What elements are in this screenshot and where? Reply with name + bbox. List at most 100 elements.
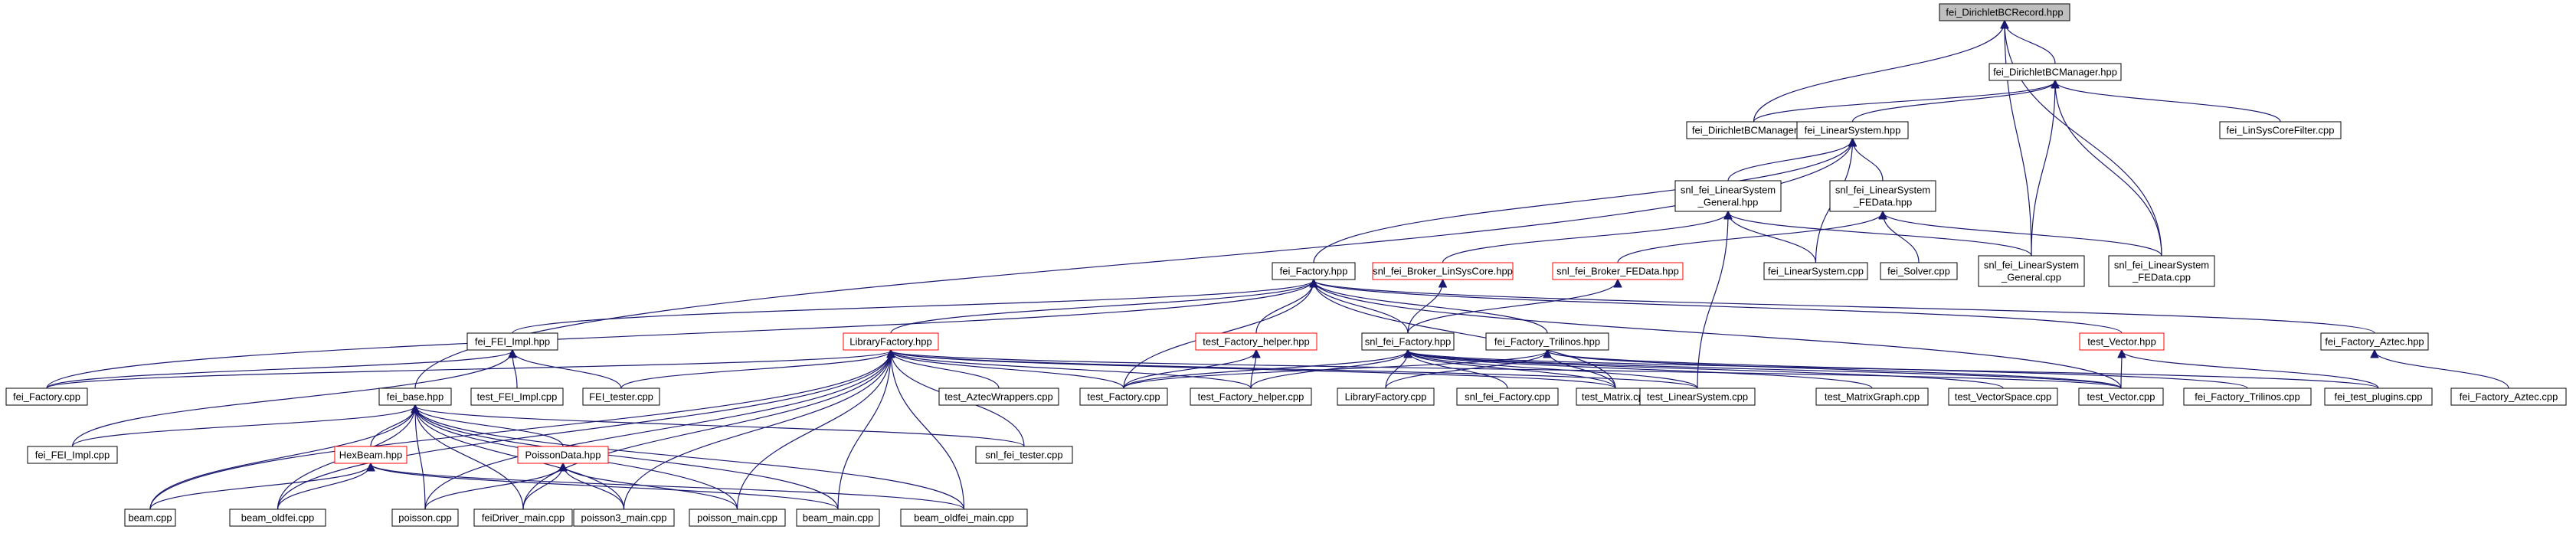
file-node-snl-factory-cpp[interactable]: snl_fei_Factory.cpp xyxy=(1456,387,1559,406)
dependency-edge xyxy=(415,406,564,447)
file-node-fei-factory-hpp[interactable]: fei_Factory.hpp xyxy=(1272,262,1356,280)
file-node-hexbeam[interactable]: HexBeam.hpp xyxy=(334,446,408,464)
file-node-libfactory-hpp[interactable]: LibraryFactory.hpp xyxy=(843,332,939,351)
file-node-broker-fed[interactable]: snl_fei_Broker_FEData.hpp xyxy=(1552,262,1684,280)
file-node-poisson[interactable]: poisson.cpp xyxy=(391,508,459,527)
file-node-snl-ls-gen-hpp[interactable]: snl_fei_LinearSystem_General.hpp xyxy=(1674,180,1782,212)
file-node-label: beam_main.cpp xyxy=(803,512,874,524)
file-node-box xyxy=(5,387,88,406)
dependency-edge xyxy=(371,464,965,510)
file-node-label: fei_LinSysCoreFilter.cpp xyxy=(2227,125,2335,136)
file-node-fei-impl-cpp[interactable]: fei_FEI_Impl.cpp xyxy=(27,446,118,464)
file-node-fei-factory-cpp[interactable]: fei_Factory.cpp xyxy=(5,387,88,406)
dependency-edge xyxy=(522,464,563,510)
file-node-test-aztec[interactable]: test_AztecWrappers.cpp xyxy=(938,387,1059,406)
file-node-feidriver[interactable]: feiDriver_main.cpp xyxy=(473,508,573,527)
file-node-box xyxy=(1880,262,1958,280)
file-node-box xyxy=(1456,387,1559,406)
file-node-label: fei_DirichletBCManager.cpp xyxy=(1692,125,1815,136)
file-node-label: poisson.cpp xyxy=(398,512,451,524)
file-node-label: snl_fei_LinearSystem xyxy=(1835,185,1930,196)
file-node-label: PoissonData.hpp xyxy=(525,450,601,461)
dependency-edge xyxy=(149,464,371,510)
file-node-snl-ls-gen-cpp[interactable]: snl_fei_LinearSystem_General.cpp xyxy=(1978,255,2085,287)
file-node-fei-impl-hpp[interactable]: fei_FEI_Impl.hpp xyxy=(466,332,558,351)
file-node-test-matrix[interactable]: test_Matrix.cpp xyxy=(1576,387,1655,406)
file-node-broker-lsc[interactable]: snl_fei_Broker_LinSysCore.hpp xyxy=(1372,262,1514,280)
file-node-beam-oldfei-main[interactable]: beam_oldfei_main.cpp xyxy=(900,508,1028,527)
file-node-test-plugins[interactable]: fei_test_plugins.cpp xyxy=(2324,387,2433,406)
file-node-lscf[interactable]: fei_LinSysCoreFilter.cpp xyxy=(2219,121,2342,139)
file-node-label: snl_fei_LinearSystem xyxy=(2114,260,2209,271)
dependency-edge xyxy=(1314,280,2375,334)
file-node-poisson-main[interactable]: poisson_main.cpp xyxy=(689,508,786,527)
file-node-snl-ls-fed-hpp[interactable]: snl_fei_LinearSystem_FEData.hpp xyxy=(1829,180,1936,212)
file-node-label: fei_LinearSystem.cpp xyxy=(1768,266,1864,277)
file-node-test-ls[interactable]: test_LinearSystem.cpp xyxy=(1639,387,1756,406)
file-node-test-fei-impl[interactable]: test_FEI_Impl.cpp xyxy=(470,387,564,406)
file-node-box xyxy=(2108,255,2215,287)
file-node-box xyxy=(334,446,408,464)
file-node-test-vs[interactable]: test_VectorSpace.cpp xyxy=(1948,387,2058,406)
file-node-label: snl_fei_LinearSystem xyxy=(1984,260,2079,271)
file-node-bcm-hpp[interactable]: fei_DirichletBCManager.hpp xyxy=(1988,63,2122,81)
file-node-tfh-cpp[interactable]: test_Factory_helper.cpp xyxy=(1190,387,1312,406)
file-node-label: test_Factory_helper.cpp xyxy=(1198,391,1304,403)
dependency-edge xyxy=(891,351,965,510)
dependency-edge xyxy=(1385,351,1547,389)
file-node-label: snl_fei_tester.cpp xyxy=(985,450,1062,461)
file-node-label: test_AztecWrappers.cpp xyxy=(944,391,1052,403)
dependency-edge xyxy=(46,280,1314,389)
dependency-edge xyxy=(1408,351,1698,389)
file-node-label: test_Factory_helper.hpp xyxy=(1203,336,1309,348)
file-node-poissondata[interactable]: PoissonData.hpp xyxy=(517,446,609,464)
file-node-trilinos-cpp[interactable]: fei_Factory_Trilinos.cpp xyxy=(2183,387,2312,406)
file-node-box xyxy=(2079,332,2165,351)
file-node-ls-hpp[interactable]: fei_LinearSystem.hpp xyxy=(1796,121,1909,139)
file-node-test-vector-hpp[interactable]: test_Vector.hpp xyxy=(2079,332,2165,351)
file-node-box xyxy=(573,508,675,527)
file-node-beam-main[interactable]: beam_main.cpp xyxy=(796,508,880,527)
dependency-edge xyxy=(2031,81,2055,257)
file-node-label: snl_fei_Factory.cpp xyxy=(1465,391,1550,403)
file-node-box xyxy=(975,446,1073,464)
dependency-edge xyxy=(1547,351,2248,389)
dependency-edge xyxy=(1697,212,1728,389)
file-node-test-factory[interactable]: test_Factory.cpp xyxy=(1079,387,1168,406)
dependency-edge xyxy=(1728,212,2032,257)
file-node-snl-ls-fed-cpp[interactable]: snl_fei_LinearSystem_FEData.cpp xyxy=(2108,255,2215,287)
dependency-edge xyxy=(424,464,563,510)
file-node-box xyxy=(27,446,118,464)
dependency-edge xyxy=(1313,139,1853,263)
file-node-beam-oldfei[interactable]: beam_oldfei.cpp xyxy=(229,508,326,527)
dependency-edge xyxy=(2121,351,2122,389)
file-node-fei-base[interactable]: fei_base.hpp xyxy=(378,387,452,406)
file-node-test-mg[interactable]: test_MatrixGraph.cpp xyxy=(1815,387,1929,406)
dependency-edge xyxy=(1314,280,2123,334)
dependency-edge xyxy=(1123,351,1256,389)
file-node-snl-factory-hpp[interactable]: snl_fei_Factory.hpp xyxy=(1361,332,1455,351)
file-node-tfh-hpp[interactable]: test_Factory_helper.hpp xyxy=(1195,332,1317,351)
file-node-box xyxy=(2078,387,2164,406)
file-node-label: beam_oldfei.cpp xyxy=(241,512,314,524)
dependency-edge xyxy=(415,406,965,510)
dependency-edge xyxy=(46,351,891,389)
file-node-libfactory-cpp[interactable]: LibraryFactory.cpp xyxy=(1337,387,1435,406)
dependency-edge xyxy=(891,351,1252,389)
file-node-solver[interactable]: fei_Solver.cpp xyxy=(1880,262,1958,280)
dependency-edge xyxy=(71,406,416,447)
file-node-beam[interactable]: beam.cpp xyxy=(124,508,176,527)
file-node-ls-cpp[interactable]: fei_LinearSystem.cpp xyxy=(1763,262,1868,280)
file-node-fei-tester[interactable]: FEI_tester.cpp xyxy=(582,387,660,406)
file-node-label: fei_Solver.cpp xyxy=(1887,266,1950,277)
file-node-trilinos-hpp[interactable]: fei_Factory_Trilinos.hpp xyxy=(1485,332,1609,351)
file-node-test-vector[interactable]: test_Vector.cpp xyxy=(2078,387,2164,406)
dependency-edge xyxy=(1314,280,1409,334)
file-node-aztec-hpp[interactable]: fei_Factory_Aztec.hpp xyxy=(2320,332,2429,351)
dependency-edge xyxy=(149,351,891,510)
file-node-snl-fei-tester[interactable]: snl_fei_tester.cpp xyxy=(975,446,1073,464)
file-node-aztec-cpp[interactable]: fei_Factory_Aztec.cpp xyxy=(2450,387,2567,406)
dependency-edge xyxy=(891,351,1000,389)
file-node-poisson3[interactable]: poisson3_main.cpp xyxy=(573,508,675,527)
dependency-edge xyxy=(1123,351,1547,389)
